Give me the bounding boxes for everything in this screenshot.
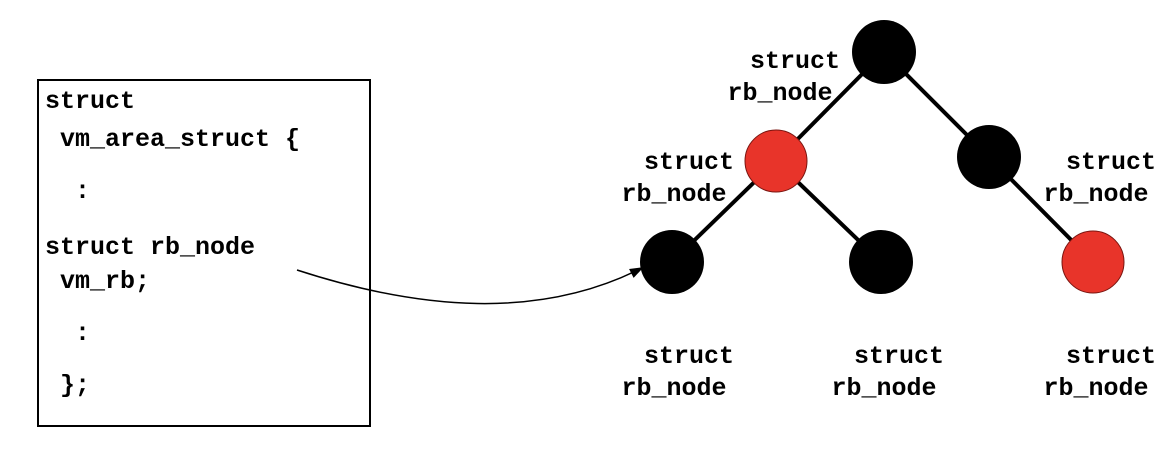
label-left-line2: rb_node: [621, 180, 727, 209]
node-left-right: [849, 230, 913, 294]
label-right-line1: struct: [1066, 148, 1157, 177]
label-right-right-line2: rb_node: [1043, 374, 1149, 403]
code-line-1: struct: [45, 87, 136, 116]
code-line-ellipsis-1: :: [45, 177, 91, 206]
label-left: struct rb_node: [604, 115, 744, 211]
vm-area-struct-box: struct vm_area_struct { : struct rb_node…: [37, 79, 371, 427]
node-root: [852, 20, 916, 84]
code-line-rb-node-decl: struct rb_node: [45, 233, 256, 262]
label-root-line2: rb_node: [727, 79, 833, 108]
code-line-ellipsis-2: :: [45, 319, 91, 348]
label-root-line1: struct: [750, 47, 841, 76]
label-left-line1: struct: [644, 148, 735, 177]
vm-rb-pointer-arrow: [296, 267, 644, 305]
label-left-left: struct rb_node: [604, 309, 744, 405]
label-left-left-line2: rb_node: [621, 374, 727, 403]
code-line-2: vm_area_struct {: [45, 125, 301, 154]
label-root: struct rb_node: [710, 14, 850, 110]
label-right: struct rb_node: [1026, 115, 1166, 211]
node-right-right: [1061, 230, 1125, 294]
label-right-right-line1: struct: [1066, 342, 1157, 371]
label-right-line2: rb_node: [1043, 180, 1149, 209]
node-left: [744, 129, 808, 193]
node-left-left: [640, 230, 704, 294]
code-line-close: };: [45, 371, 91, 400]
label-right-right: struct rb_node: [1026, 309, 1166, 405]
code-line-vm-rb: vm_rb;: [45, 267, 151, 296]
label-left-left-line1: struct: [644, 342, 735, 371]
label-left-right-line2: rb_node: [831, 374, 937, 403]
node-right: [957, 125, 1021, 189]
label-left-right: struct rb_node: [814, 309, 954, 405]
label-left-right-line1: struct: [854, 342, 945, 371]
